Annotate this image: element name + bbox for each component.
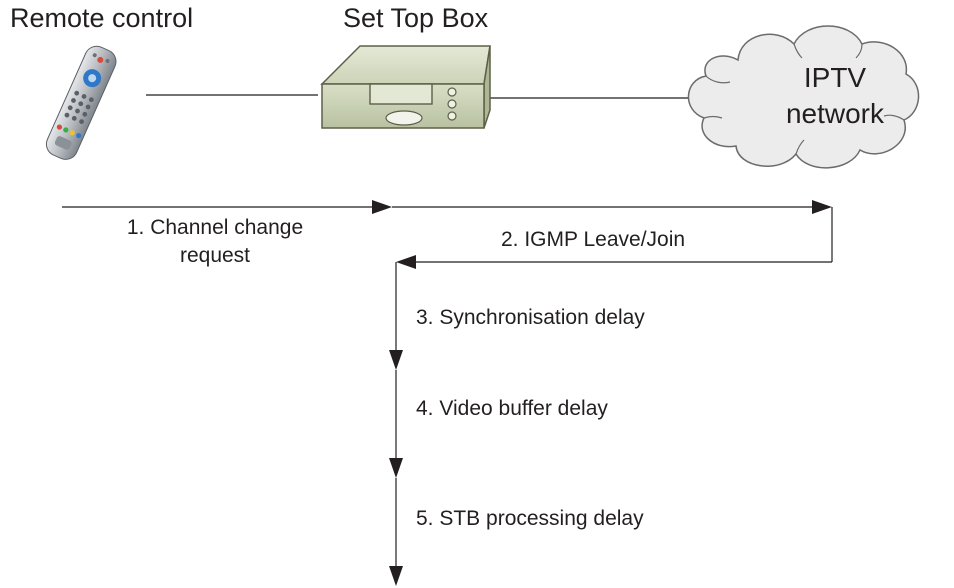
step-2-arrow-out: [392, 200, 833, 262]
step-1-arrow: [62, 200, 392, 214]
step-4-label: 4. Video buffer delay: [416, 397, 608, 420]
step-5-arrow: [389, 478, 403, 586]
step-2-label: 2. IGMP Leave/Join: [501, 228, 686, 251]
remote-control-icon: [45, 45, 117, 160]
step-1-label-line2: request: [179, 244, 251, 267]
step-2-arrow-return: [396, 255, 832, 269]
cloud-icon: [687, 25, 920, 169]
set-top-box-icon: [320, 45, 491, 129]
iptv-network-line1: IPTV: [803, 62, 867, 93]
remote-control-label: Remote control: [10, 3, 194, 33]
set-top-box-label: Set Top Box: [343, 3, 489, 33]
step-1-label-line1: 1. Channel change: [126, 216, 304, 239]
step-3-arrow: [389, 262, 403, 370]
iptv-network-line2: network: [785, 98, 885, 129]
step-1-label: 1. Channel change request: [100, 214, 330, 270]
step-4-arrow: [389, 370, 403, 478]
step-5-label: 5. STB processing delay: [416, 507, 644, 530]
iptv-network-label: IPTV network: [770, 60, 900, 132]
step-3-label: 3. Synchronisation delay: [416, 306, 645, 329]
